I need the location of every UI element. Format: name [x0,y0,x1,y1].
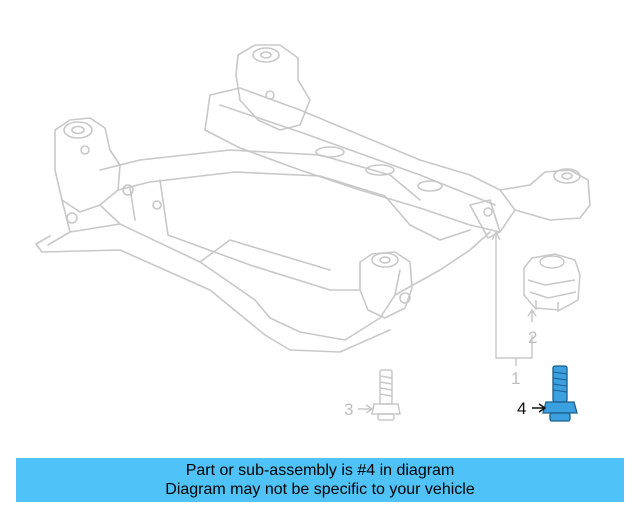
info-banner: Part or sub-assembly is #4 in diagram Di… [16,458,624,502]
callout-1-label: 1 [511,369,520,388]
banner-line-2: Diagram may not be specific to your vehi… [165,481,475,498]
subframe-crossmember-icon [35,44,591,353]
banner-line-1: Part or sub-assembly is #4 in diagram [185,462,455,479]
bolt-3-icon [358,369,401,421]
callout-4-label: 4 [517,399,526,418]
callout-2-label: 2 [528,328,537,347]
bushing-mount-icon [523,253,581,322]
callout-1-bracket [491,230,533,366]
bolt-4-icon-highlighted [532,365,578,422]
callout-3-label: 3 [344,400,353,419]
